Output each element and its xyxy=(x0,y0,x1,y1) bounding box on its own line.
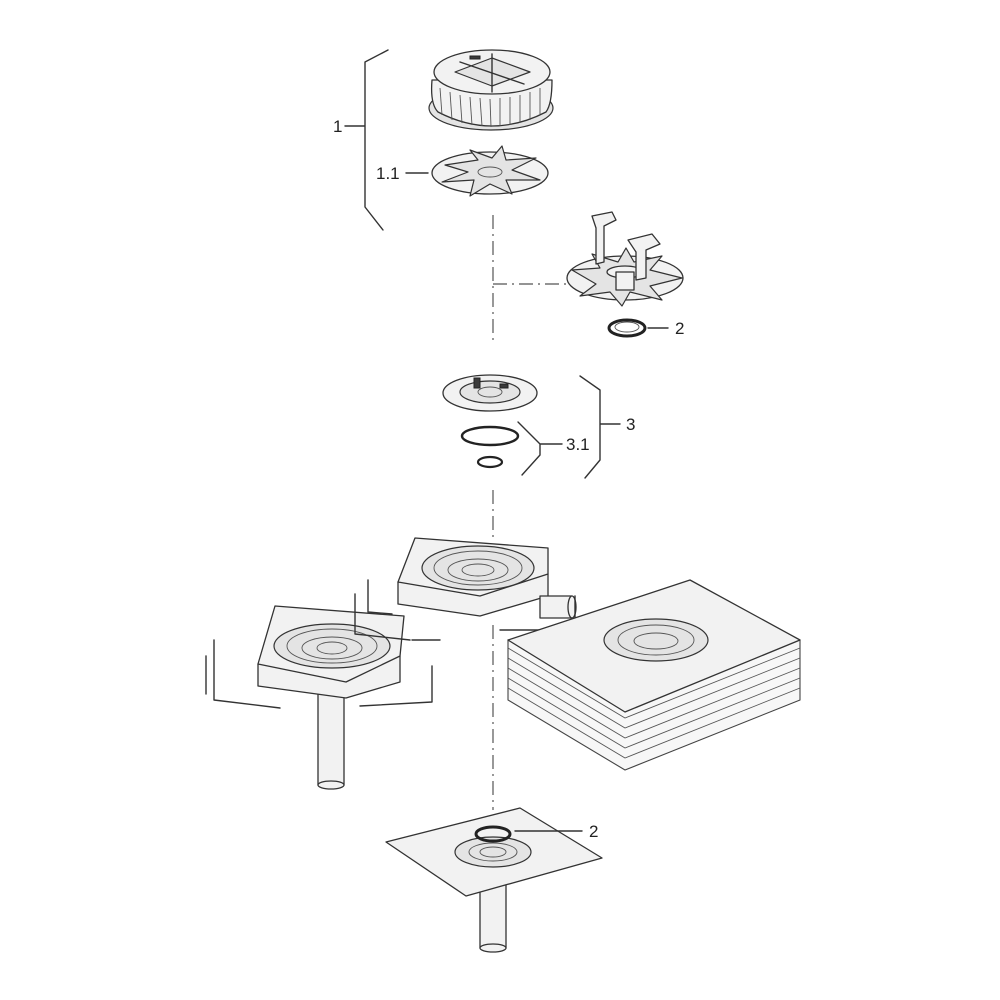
callout-1-1: 1.1 xyxy=(376,164,400,183)
center-axis xyxy=(492,215,570,810)
callout-3-1: 3.1 xyxy=(566,435,590,454)
seal-ring-bottom xyxy=(474,825,512,843)
bracket-3-1 xyxy=(517,421,563,476)
o-ring-small xyxy=(476,455,504,469)
bracket-3 xyxy=(579,375,621,479)
callout-1: 1 xyxy=(333,117,342,136)
drain-body-upper xyxy=(367,537,577,631)
cap-hood xyxy=(428,49,554,131)
star-plate xyxy=(431,145,549,197)
callout-2-bottom: 2 xyxy=(589,822,598,841)
seal-ring-top xyxy=(607,318,647,338)
callout-2-top: 2 xyxy=(675,319,684,338)
o-ring-large xyxy=(460,425,520,447)
clip-star-assembly xyxy=(566,211,684,307)
drain-body-left xyxy=(205,593,441,790)
bracket-1 xyxy=(344,49,389,231)
funnel-insert xyxy=(442,374,538,412)
callout-3: 3 xyxy=(626,415,635,434)
membrane-flange xyxy=(385,807,603,953)
insulation-block xyxy=(507,579,801,771)
